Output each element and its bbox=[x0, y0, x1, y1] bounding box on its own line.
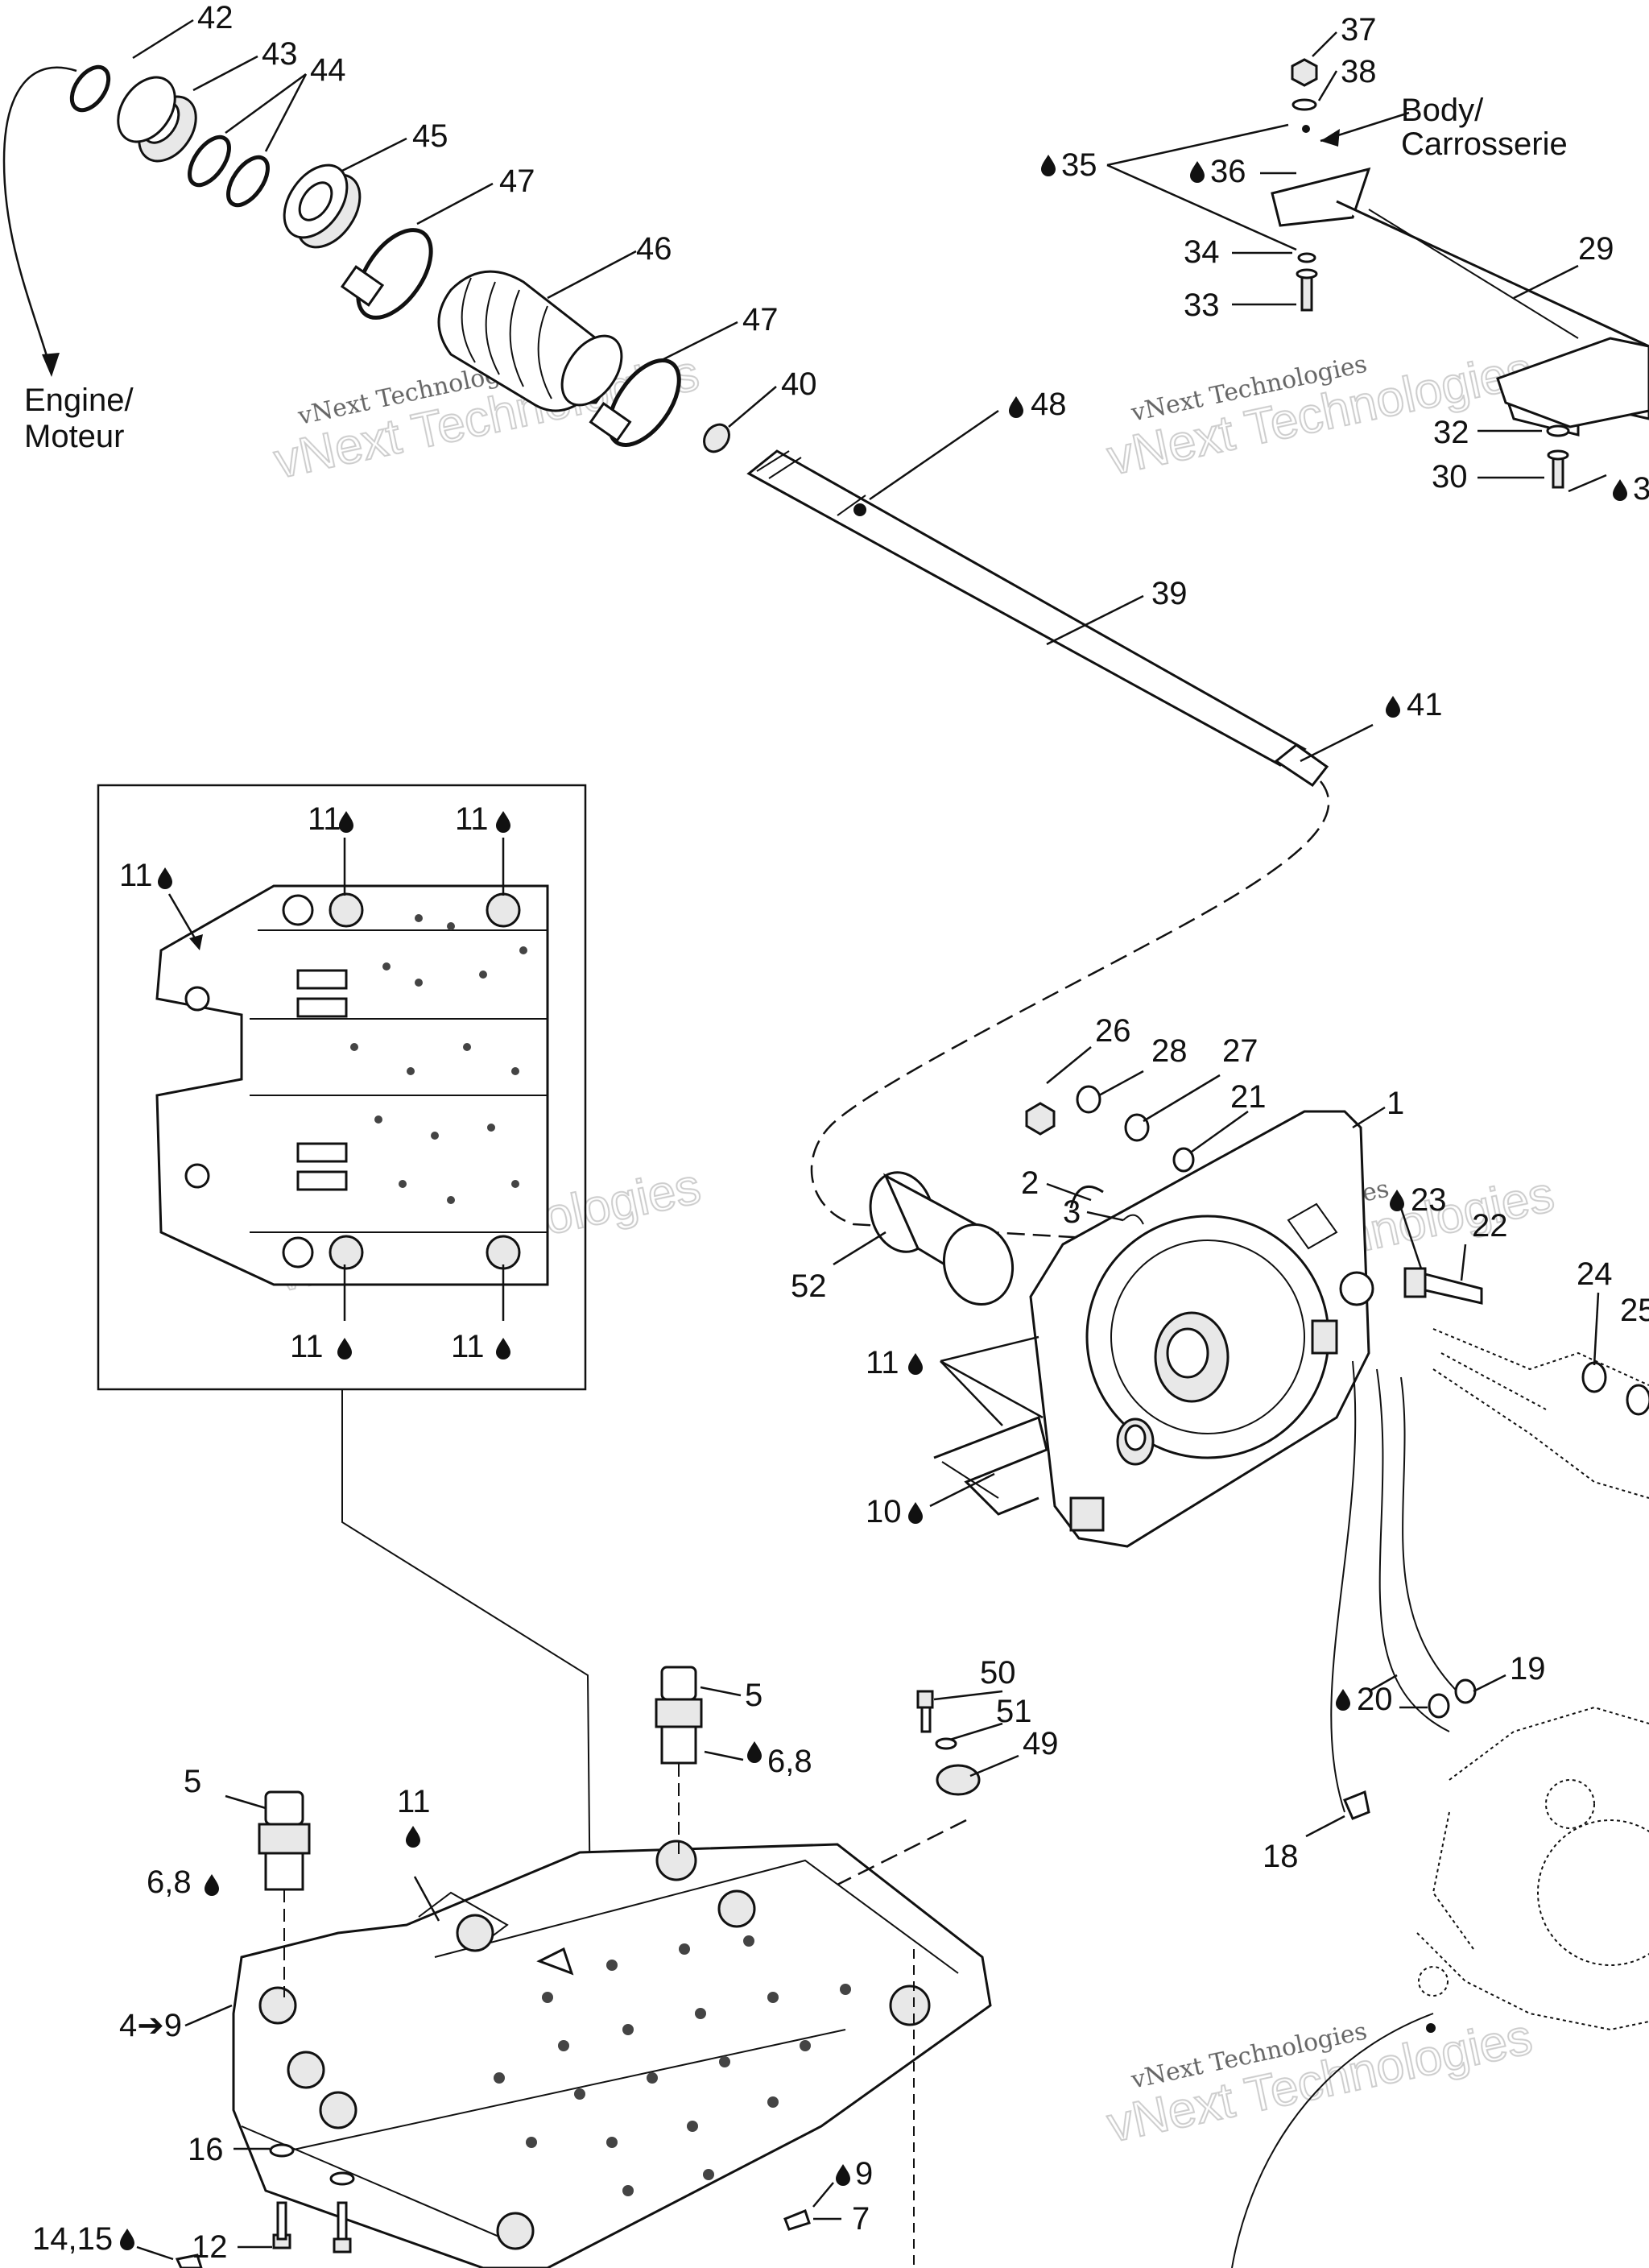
callout-30: 30 bbox=[1432, 459, 1468, 495]
o-rings-44 bbox=[188, 135, 270, 208]
callout-34: 34 bbox=[1184, 234, 1220, 270]
callout-41: 41 bbox=[1407, 687, 1443, 722]
body-label-line2: Carrosserie bbox=[1401, 126, 1568, 162]
callouts: 42 43 44 45 47 46 47 40 48 39 41 37 38 3… bbox=[32, 0, 1649, 2265]
callout-51: 51 bbox=[996, 1694, 1032, 1729]
callout-29: 29 bbox=[1578, 231, 1614, 267]
callout-39: 39 bbox=[1151, 576, 1188, 611]
callout-37: 37 bbox=[1341, 12, 1377, 48]
callout-48: 48 bbox=[1031, 387, 1067, 422]
hose-1 bbox=[1330, 1360, 1357, 1813]
fitting-5-left bbox=[258, 1790, 311, 1997]
callout-11-plate: 11 bbox=[397, 1784, 431, 1819]
screw-22 bbox=[1403, 1267, 1483, 1305]
hose-3 bbox=[1400, 1376, 1466, 1700]
hose-2 bbox=[1376, 1368, 1450, 1732]
callout-44: 44 bbox=[310, 52, 346, 88]
drive-shaft-39 bbox=[746, 449, 1329, 788]
fasteners-21-28 bbox=[1025, 1085, 1195, 1225]
callout-33: 33 bbox=[1184, 288, 1220, 323]
engine-label-line2: Moteur bbox=[24, 419, 125, 454]
callout-43: 43 bbox=[262, 36, 298, 72]
callout-7: 7 bbox=[852, 2201, 870, 2237]
callout-6-8-left: 6,8 bbox=[147, 1864, 192, 1900]
ride-plate-10 bbox=[933, 1415, 1048, 1516]
callout-50: 50 bbox=[980, 1655, 1016, 1691]
callout-6-8-right: 6,8 bbox=[767, 1744, 812, 1779]
callout-42: 42 bbox=[197, 0, 234, 35]
engine-label-line1: Engine/ bbox=[24, 383, 134, 418]
inset-callout-l: 11 bbox=[119, 858, 153, 893]
inset-callout-tl: 11 bbox=[308, 801, 341, 837]
callout-22: 22 bbox=[1472, 1208, 1508, 1244]
inset-callout-bl: 11 bbox=[290, 1329, 324, 1364]
callout-38: 38 bbox=[1341, 54, 1377, 89]
callout-4-9: 4➔9 bbox=[119, 2008, 182, 2043]
callout-27: 27 bbox=[1222, 1033, 1258, 1069]
washers-24-25 bbox=[1581, 1361, 1649, 1416]
callout-9: 9 bbox=[855, 2156, 873, 2191]
callout-24: 24 bbox=[1577, 1256, 1613, 1292]
nozzle-right bbox=[1432, 1328, 1649, 1499]
callout-28: 28 bbox=[1151, 1033, 1188, 1069]
callout-1: 1 bbox=[1387, 1086, 1404, 1121]
bolts-12-16 bbox=[269, 2143, 355, 2254]
callout-2: 2 bbox=[1021, 1165, 1039, 1201]
bellows-46 bbox=[437, 270, 623, 412]
callout-25: 25 bbox=[1620, 1293, 1649, 1328]
intake-duct-52 bbox=[869, 1171, 1015, 1306]
callout-31: 3 bbox=[1633, 471, 1649, 507]
pump-housing-1 bbox=[1029, 1110, 1374, 1548]
callout-45: 45 bbox=[412, 118, 448, 154]
clip-18 bbox=[1343, 1790, 1370, 1820]
callout-11-pump: 11 bbox=[866, 1345, 899, 1380]
screw-14-15 bbox=[175, 2254, 203, 2268]
callout-35: 35 bbox=[1061, 147, 1097, 183]
callout-10: 10 bbox=[866, 1494, 902, 1529]
callout-18: 18 bbox=[1263, 1839, 1299, 1874]
callout-20: 20 bbox=[1357, 1682, 1393, 1717]
callout-12: 12 bbox=[192, 2229, 228, 2265]
fastener-stack-33-38 bbox=[1291, 58, 1318, 312]
inset-box bbox=[97, 784, 587, 1391]
callout-47-lower: 47 bbox=[742, 302, 779, 337]
callout-46: 46 bbox=[636, 231, 672, 267]
clamp-47-upper bbox=[340, 228, 433, 320]
screw-7 bbox=[783, 2209, 811, 2231]
callout-19: 19 bbox=[1510, 1651, 1546, 1687]
fitting-5-right bbox=[655, 1666, 703, 1860]
callout-3: 3 bbox=[1063, 1194, 1081, 1230]
carbon-ring-43 bbox=[117, 76, 197, 163]
callout-52: 52 bbox=[791, 1269, 827, 1304]
leader-lines bbox=[132, 19, 1607, 2261]
clamp-47-lower bbox=[589, 358, 681, 447]
callout-26: 26 bbox=[1095, 1013, 1131, 1049]
seal-carrier-45 bbox=[283, 163, 362, 249]
body-label-line1: Body/ bbox=[1401, 93, 1484, 128]
inset-callout-br: 11 bbox=[451, 1329, 485, 1364]
intake-grate-plate bbox=[232, 1840, 992, 2268]
inset-callout-tr: 11 bbox=[455, 801, 489, 837]
callout-14-15: 14,15 bbox=[32, 2221, 113, 2257]
callout-5-left: 5 bbox=[184, 1764, 201, 1799]
fasteners-49-51 bbox=[837, 1690, 981, 1886]
callout-5-right: 5 bbox=[745, 1678, 763, 1713]
callout-40: 40 bbox=[781, 366, 817, 402]
callout-32: 32 bbox=[1433, 415, 1469, 450]
callout-16: 16 bbox=[188, 2132, 224, 2167]
shaft-path-line bbox=[810, 780, 1330, 1242]
callout-47-upper: 47 bbox=[499, 163, 535, 199]
callout-21: 21 bbox=[1230, 1079, 1267, 1115]
callout-36: 36 bbox=[1210, 154, 1246, 189]
engine-arrow: Engine/ Moteur bbox=[2, 66, 134, 454]
spacer-40 bbox=[703, 423, 730, 453]
callout-49: 49 bbox=[1023, 1726, 1059, 1761]
support-bracket-29 bbox=[1271, 167, 1649, 437]
venturi-housing bbox=[1231, 1706, 1649, 2268]
seal-ring-42 bbox=[69, 64, 111, 113]
callout-23: 23 bbox=[1411, 1182, 1447, 1218]
fastener-stack-30-32 bbox=[1546, 424, 1570, 489]
